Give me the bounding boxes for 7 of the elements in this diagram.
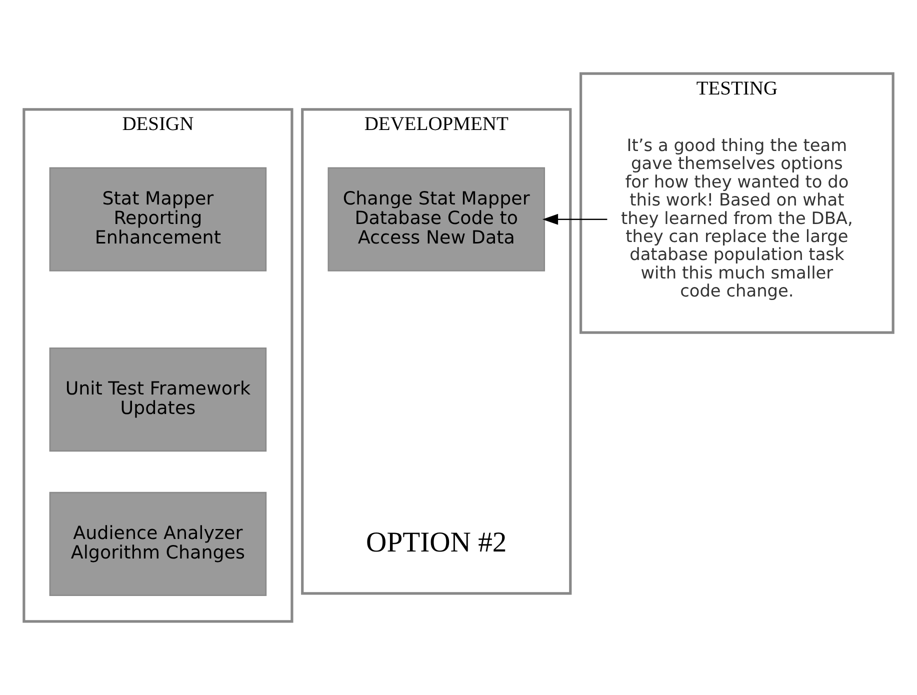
node-box: Audience Analyzer Algorithm Changes (49, 492, 267, 596)
arrow (542, 214, 608, 225)
node-box: Unit Test Framework Updates (49, 348, 267, 452)
node-box: Stat Mapper Reporting Enhancement (49, 167, 267, 272)
node-text: It’s a good thing the team gave themselves options for how they wanted to do this work! Based on what they learned from the DBA, they can replace the large database population task with this much smaller code change. (621, 134, 853, 301)
node-box: Change Stat Mapper Database Code to Access New Data (328, 167, 546, 272)
label: OPTION #2 (366, 526, 507, 558)
